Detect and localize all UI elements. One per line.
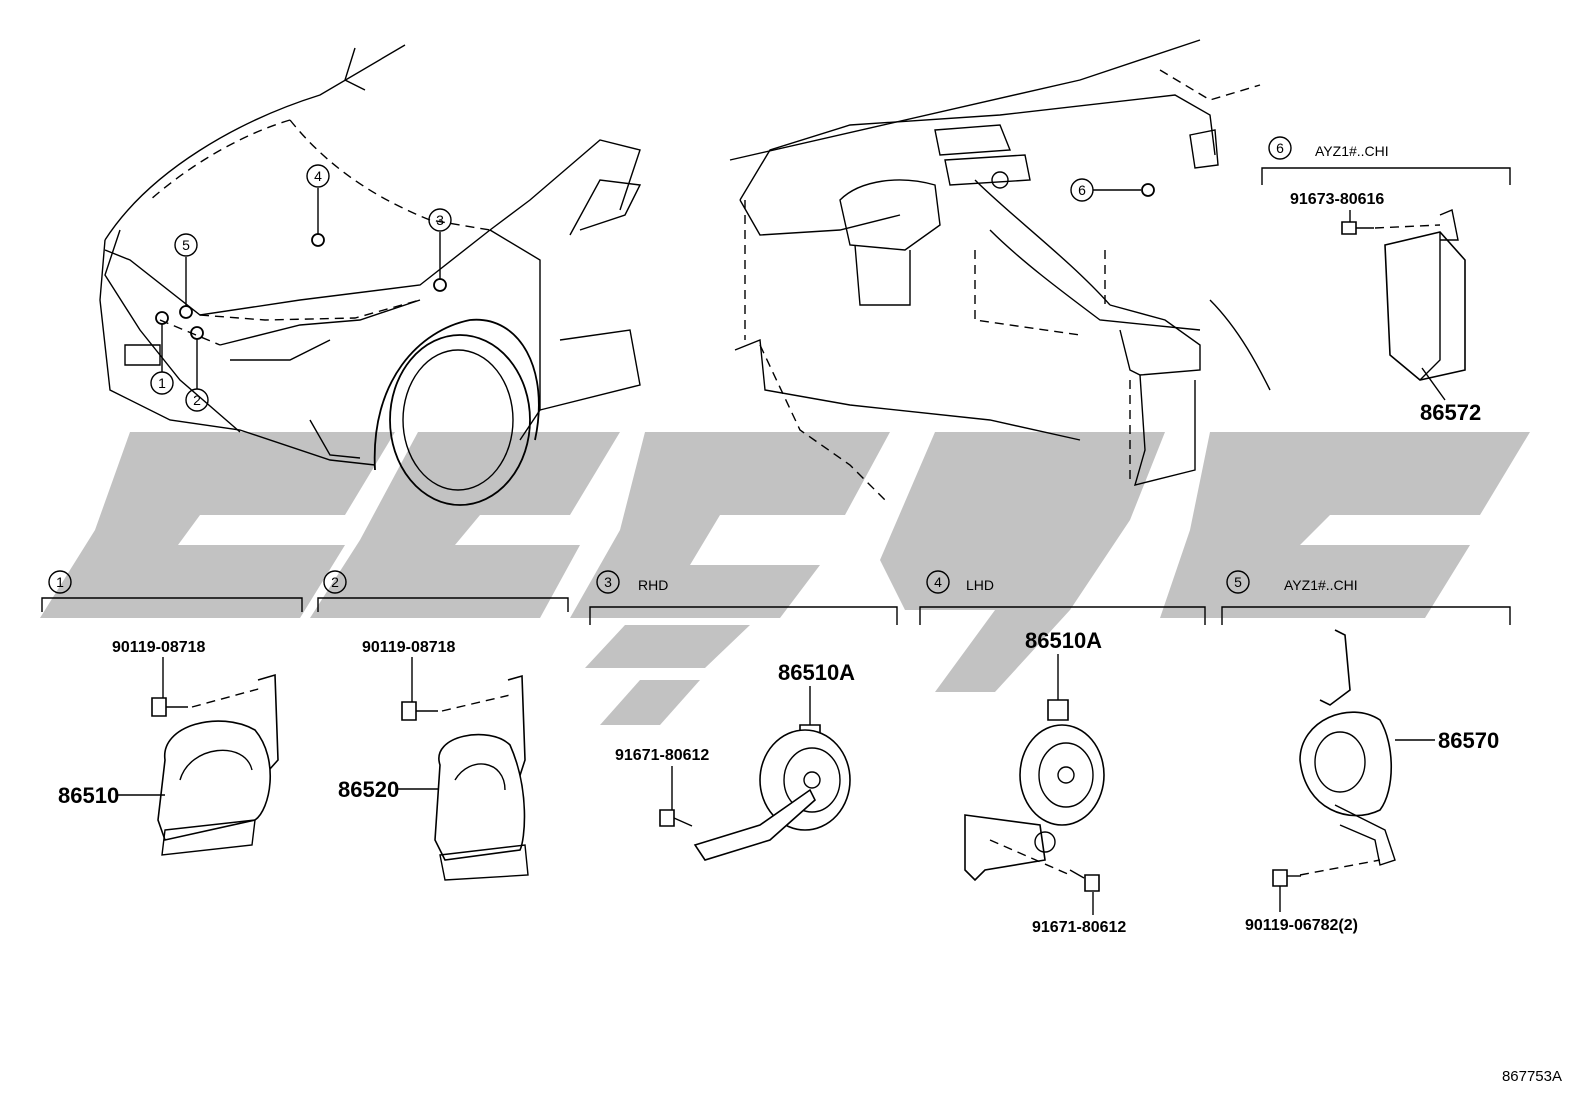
overview-markers-front: 1 2 3 4 5 [150, 164, 452, 412]
part-number-86510A-a: 86510A [778, 660, 855, 685]
group-1: 1 90119-08718 86510 [41, 570, 303, 856]
part-number-91671-80612-a: 91671-80612 [615, 747, 709, 764]
group-3-number: 3 [604, 574, 612, 590]
group-3-qualifier: RHD [638, 577, 668, 593]
group-2-number: 2 [331, 574, 339, 590]
marker-4: 4 [314, 168, 322, 184]
group-1-number: 1 [56, 574, 64, 590]
watermark-logo [40, 432, 1530, 725]
part-number-86570: 86570 [1438, 728, 1499, 753]
group-4: 4 LHD 86510A 91671-80612 [919, 570, 1206, 936]
overview-marker-6: 6 [1070, 178, 1155, 202]
group-4-qualifier: LHD [966, 577, 994, 593]
part-number-90119-08718-a: 90119-08718 [112, 639, 206, 656]
group-5-qualifier: AYZ1#..CHI [1284, 577, 1358, 593]
marker-6: 6 [1078, 182, 1086, 198]
group-2: 2 90119-08718 86520 [317, 570, 569, 881]
vehicle-front-illustration [99, 44, 642, 506]
part-number-91673-80616: 91673-80616 [1290, 191, 1384, 208]
group-5: 5 AYZ1#..CHI 86570 90119-06782(2) [1221, 570, 1511, 934]
reference-code: 867753A [1501, 1068, 1562, 1085]
part-number-86510: 86510 [58, 783, 119, 808]
group-3: 3 RHD 86510A 91671-80612 [589, 570, 898, 861]
dashboard-illustration [729, 39, 1271, 501]
group-4-number: 4 [934, 574, 942, 590]
part-number-86510A-b: 86510A [1025, 628, 1102, 653]
group-6-qualifier: AYZ1#..CHI [1315, 143, 1389, 159]
marker-3: 3 [436, 212, 444, 228]
group-6-number: 6 [1276, 140, 1284, 156]
part-number-91671-80612-b: 91671-80612 [1032, 919, 1126, 936]
part-number-90119-06782: 90119-06782(2) [1245, 917, 1358, 934]
marker-1: 1 [158, 375, 166, 391]
marker-5: 5 [182, 237, 190, 253]
part-number-86520: 86520 [338, 777, 399, 802]
part-number-86572: 86572 [1420, 400, 1481, 425]
marker-2: 2 [193, 392, 201, 408]
group-6: 6 AYZ1#..CHI 91673-80616 86572 [1261, 136, 1511, 425]
part-number-90119-08718-b: 90119-08718 [362, 639, 456, 656]
group-5-number: 5 [1234, 574, 1242, 590]
